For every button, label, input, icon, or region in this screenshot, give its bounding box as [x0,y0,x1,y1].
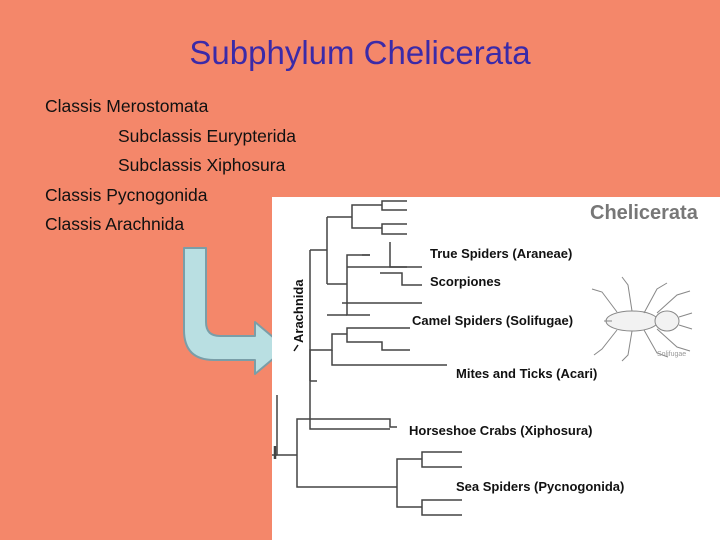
outline-item-arachnida: Classis Arachnida [45,214,185,234]
taxon-label-scorpiones: Scorpiones [430,274,501,289]
camel-spider-illustration [591,276,693,362]
tree-title: Chelicerata [590,202,699,224]
phylogenetic-tree: Chelicerata [272,200,699,516]
outline-item-merostomata: Classis Merostomata [45,96,209,116]
clade-label-tick [293,344,299,352]
taxon-label-pycnogonida: Sea Spiders (Pycnogonida) [456,479,624,494]
clade-label-arachnida: Arachnida [291,279,306,343]
outgroup-branches [272,381,462,516]
slide-title: Subphylum Chelicerata [189,34,531,71]
outline-item-pycnogonida: Classis Pycnogonida [45,184,208,205]
taxon-label-xiphosura: Horseshoe Crabs (Xiphosura) [409,423,593,438]
pointer-arrow-icon [183,247,287,375]
outline-item-eurypterida: Subclassis Eurypterida [118,125,296,146]
taxon-label-solifugae: Camel Spiders (Solifugae) [412,313,573,328]
taxon-label-araneae: True Spiders (Araneae) [430,246,572,261]
arachnid-branches [309,200,447,382]
figure-caption: Solifugae [657,351,686,358]
taxonomy-outline: Classis Merostomata Subclassis Eurypteri… [45,92,296,240]
outline-item-xiphosura: Subclassis Xiphosura [118,155,286,175]
phylogeny-panel: Chelicerata [272,197,720,540]
taxon-label-acari: Mites and Ticks (Acari) [456,366,597,381]
